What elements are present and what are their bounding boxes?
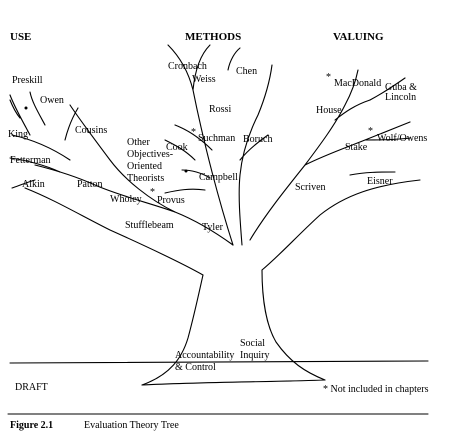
use-twig-king xyxy=(11,134,71,161)
caption-title: Evaluation Theory Tree xyxy=(84,420,179,431)
label-other-theorists-4: Theorists xyxy=(127,173,164,184)
tree-outline xyxy=(9,44,429,386)
use-branch-lower xyxy=(24,187,204,276)
label-wolf-owens: Wolf/Owens xyxy=(377,133,427,144)
label-guba-lincoln-2: Lincoln xyxy=(385,92,416,103)
label-social-inquiry-2: Inquiry xyxy=(240,350,269,361)
label-alkin: Alkin xyxy=(22,179,45,190)
methods-provus-twig xyxy=(164,188,206,194)
label-rossi: Rossi xyxy=(209,104,231,115)
trunk-base-bottom xyxy=(141,379,326,386)
label-macdonald: MacDonald xyxy=(334,78,381,89)
methods-cook-twig xyxy=(164,139,196,161)
label-weiss: Weiss xyxy=(192,74,216,85)
label-house: House xyxy=(316,105,342,116)
methods-branch-right xyxy=(238,64,273,246)
heading-use: USE xyxy=(10,31,31,43)
valuing-wolf-twig xyxy=(364,137,411,141)
label-stake: Stake xyxy=(345,142,368,153)
trunk-base-right xyxy=(261,269,326,381)
ground-line xyxy=(9,360,429,364)
use-twig-cousins xyxy=(64,107,79,141)
label-owen: Owen xyxy=(40,95,64,106)
use-twig-owen xyxy=(29,91,46,126)
footnote: * Not included in chapters xyxy=(323,384,429,395)
methods-branch-left xyxy=(167,44,234,246)
label-boruch: Boruch xyxy=(243,134,272,145)
asterisk-wolf-owens: * xyxy=(368,126,373,137)
valuing-branch-upper xyxy=(249,69,359,241)
label-scriven: Scriven xyxy=(295,182,326,193)
label-social-inquiry-1: Social xyxy=(240,338,265,349)
marker-dot-campbell xyxy=(184,169,188,173)
methods-top-twig xyxy=(192,44,211,91)
methods-top-twig-2 xyxy=(227,47,241,71)
label-cousins: Cousins xyxy=(75,125,107,136)
label-suchman: Suchman xyxy=(198,133,235,144)
label-king: King xyxy=(8,129,28,140)
label-other-theorists-1: Other xyxy=(127,137,150,148)
valuing-guba-twig xyxy=(369,77,406,101)
methods-suchman-twig xyxy=(174,124,213,151)
asterisk-markers: * * * * xyxy=(24,72,373,198)
label-eisner: Eisner xyxy=(367,176,393,187)
label-accountability-2: & Control xyxy=(175,362,216,373)
asterisk-macdonald: * xyxy=(326,72,331,83)
label-other-theorists-3: Oriented xyxy=(127,161,162,172)
use-inner-branch xyxy=(34,164,176,213)
valuing-house-twig xyxy=(334,99,371,121)
use-twig-preskill xyxy=(9,94,31,136)
use-twig-fetterman xyxy=(9,157,61,173)
label-fetterman: Fetterman xyxy=(10,155,51,166)
label-cook: Cook xyxy=(166,142,188,153)
label-campbell: Campbell xyxy=(199,172,238,183)
label-tyler: Tyler xyxy=(202,222,224,233)
methods-boruch-twig xyxy=(239,134,269,161)
label-accountability-1: Accountability xyxy=(175,350,234,361)
caption-number: Figure 2.1 xyxy=(10,420,53,431)
heading-valuing: VALUING xyxy=(333,31,384,43)
use-branch-upper xyxy=(69,104,234,246)
label-wholey: Wholey xyxy=(110,194,142,205)
asterisk-provus: * xyxy=(150,187,155,198)
label-provus: Provus xyxy=(157,195,185,206)
label-cronbach: Cronbach xyxy=(168,61,207,72)
use-twig-extra xyxy=(9,99,21,119)
marker-dot-preskill xyxy=(24,106,28,110)
draft-stamp: DRAFT xyxy=(15,382,48,393)
label-guba-lincoln-1: Guba & xyxy=(385,82,417,93)
asterisk-suchman: * xyxy=(191,127,196,138)
valuing-branch-lower xyxy=(261,179,421,271)
label-preskill: Preskill xyxy=(12,75,43,86)
trunk-base xyxy=(141,274,204,386)
methods-campbell-twig xyxy=(181,169,211,179)
label-other-theorists-2: Objectives- xyxy=(127,149,173,160)
valuing-eisner-twig xyxy=(349,171,396,176)
label-chen: Chen xyxy=(236,66,257,77)
label-stufflebeam: Stufflebeam xyxy=(125,220,174,231)
heading-methods: METHODS xyxy=(185,31,241,43)
use-twig-alkin xyxy=(11,179,36,189)
label-patton: Patton xyxy=(77,179,103,190)
